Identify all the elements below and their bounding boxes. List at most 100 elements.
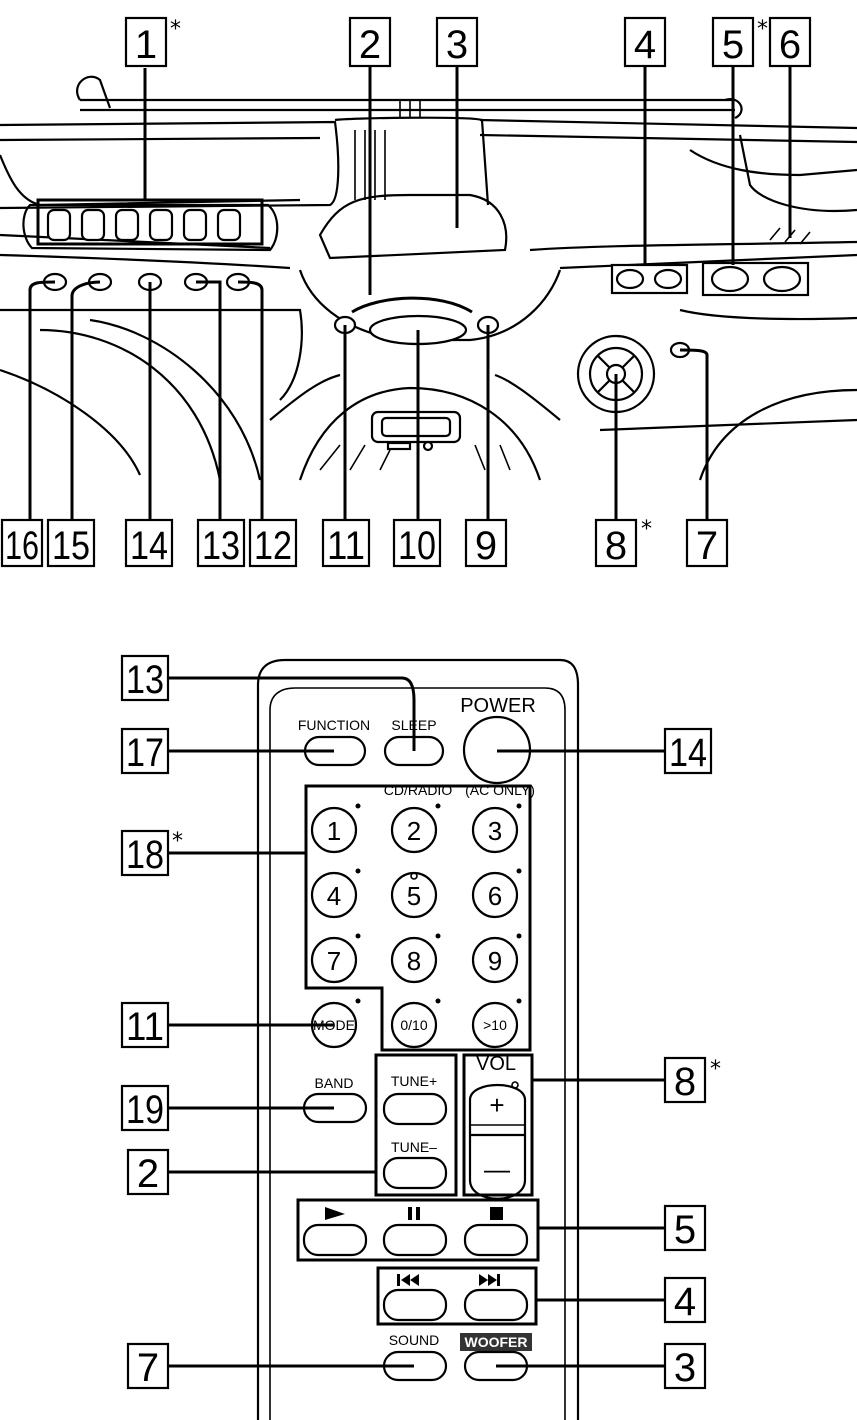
key-gt-10[interactable]: [471, 1001, 519, 1049]
left-speaker: [0, 368, 142, 476]
play-button[interactable]: [302, 1223, 368, 1257]
svg-text:10: 10: [398, 524, 436, 568]
svg-text:19: 19: [126, 1088, 164, 1132]
remote-control-illustration: FUNCTION SLEEP POWER CD/RADIO (AC ONLY) …: [256, 658, 580, 1420]
key-6[interactable]: [471, 871, 519, 919]
stop-button[interactable]: [463, 1223, 529, 1257]
key-0-10[interactable]: [390, 1001, 438, 1049]
key-3[interactable]: [471, 806, 519, 854]
callout-1: 1 *: [124, 16, 181, 68]
svg-text:5: 5: [407, 881, 421, 911]
svg-text:13: 13: [126, 658, 164, 702]
svg-text:8: 8: [407, 946, 421, 976]
svg-text:8: 8: [605, 524, 627, 568]
svg-text:18: 18: [126, 833, 164, 877]
remote-callout-19: 19: [120, 1084, 170, 1132]
remote-body: [256, 658, 580, 1420]
callout-14: 14: [124, 518, 174, 568]
svg-text:2: 2: [137, 1152, 159, 1196]
remote-leader-lines: [168, 676, 665, 1368]
remote-callout-11: 11: [120, 1001, 170, 1049]
stop-icon: [490, 1207, 503, 1220]
ac-only-label: (AC ONLY): [465, 782, 535, 798]
prev-track-icon: [397, 1274, 419, 1286]
play-icon: [325, 1207, 345, 1220]
key-4[interactable]: [310, 871, 358, 919]
remote-callout-4: 4: [663, 1276, 707, 1324]
tune-plus-label: TUNE+: [391, 1073, 437, 1089]
svg-text:4: 4: [327, 881, 341, 911]
key-2[interactable]: [390, 806, 438, 854]
callout-3: 3: [435, 16, 479, 68]
svg-text:5: 5: [722, 23, 744, 67]
key-1[interactable]: [310, 806, 358, 854]
prev-track-button[interactable]: [382, 1288, 448, 1322]
remote-callout-17: 17: [120, 727, 170, 775]
callout-9: 9: [464, 518, 508, 568]
svg-text:16: 16: [5, 524, 39, 568]
remote-callout-18: 18 *: [120, 829, 183, 877]
svg-text:12: 12: [254, 524, 292, 568]
tune-minus-button[interactable]: [382, 1156, 448, 1190]
pause-button[interactable]: [382, 1223, 448, 1257]
main-unit-illustration: [0, 75, 857, 481]
remote-callout-2: 2: [126, 1148, 170, 1196]
callout-15: 15: [46, 518, 96, 568]
woofer-label: WOOFER: [465, 1334, 528, 1350]
callout-4: 4: [623, 16, 667, 68]
svg-text:3: 3: [446, 23, 468, 67]
svg-text:2: 2: [407, 816, 421, 846]
callout-13: 13: [196, 518, 246, 568]
band-label: BAND: [315, 1075, 354, 1091]
callout-7: 7: [685, 518, 729, 568]
tune-plus-button[interactable]: [382, 1092, 448, 1126]
vol-minus-label: —: [484, 1154, 510, 1184]
numeric-keypad: 1 2 3 4 5 6 7 8 9 MODE 0/10 >10: [310, 803, 522, 1049]
remote-callout-5: 5: [663, 1204, 707, 1252]
volume-rocker[interactable]: [468, 1083, 527, 1200]
svg-text:4: 4: [634, 23, 656, 67]
svg-text:17: 17: [126, 731, 164, 775]
remote-callout-8: 8 *: [663, 1056, 721, 1104]
svg-text:15: 15: [52, 524, 90, 568]
callout-16: 16: [0, 518, 44, 568]
next-track-icon: [479, 1274, 500, 1286]
svg-text:0/10: 0/10: [400, 1017, 427, 1033]
svg-text:5: 5: [674, 1208, 696, 1252]
right-speaker: [698, 388, 857, 481]
svg-text:9: 9: [488, 946, 502, 976]
key-8[interactable]: [390, 936, 438, 984]
preset-buttons: [46, 204, 242, 242]
svg-text:*: *: [641, 517, 652, 542]
svg-text:8: 8: [674, 1060, 696, 1104]
tuning-bar: [351, 296, 473, 314]
svg-text:4: 4: [674, 1280, 696, 1324]
svg-text:3: 3: [674, 1346, 696, 1390]
callout-11: 11: [321, 518, 371, 568]
svg-text:7: 7: [696, 524, 718, 568]
svg-text:14: 14: [669, 731, 707, 775]
vol-plus-label: +: [489, 1090, 504, 1120]
callout-10: 10: [392, 518, 442, 568]
sound-label: SOUND: [389, 1332, 440, 1348]
key-7[interactable]: [310, 936, 358, 984]
svg-text:6: 6: [488, 881, 502, 911]
woofer-badge: [460, 1333, 532, 1351]
callout-5: 5 *: [711, 16, 768, 68]
svg-text:*: *: [172, 829, 183, 854]
svg-text:1: 1: [135, 23, 157, 67]
power-label: POWER: [460, 695, 536, 717]
svg-text:7: 7: [327, 946, 341, 976]
svg-text:9: 9: [475, 524, 497, 568]
remote-callout-13: 13: [120, 654, 170, 702]
svg-text:2: 2: [359, 23, 381, 67]
cd-radio-label: CD/RADIO: [384, 782, 453, 798]
key-9[interactable]: [471, 936, 519, 984]
svg-text:3: 3: [488, 816, 502, 846]
callout-12: 12: [248, 518, 298, 568]
svg-text:14: 14: [130, 524, 168, 568]
next-track-button[interactable]: [463, 1288, 529, 1322]
cd-well: [298, 386, 542, 481]
svg-text:*: *: [170, 17, 181, 42]
